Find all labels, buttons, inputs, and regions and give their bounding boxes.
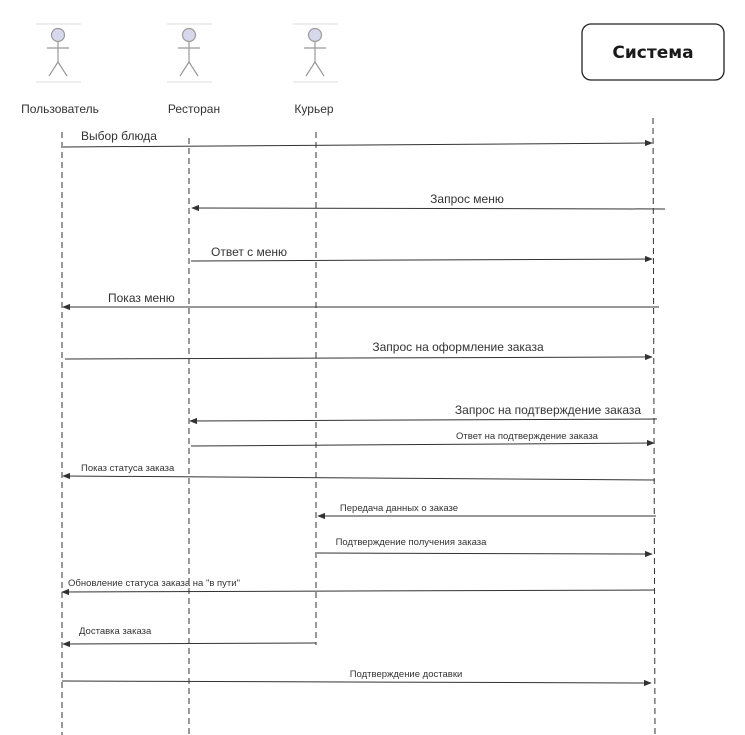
- message-arrow: [190, 439, 655, 447]
- message-label: Ответ на подтверждение заказа: [456, 431, 599, 442]
- message-arrow: [62, 472, 656, 481]
- message-arrow: [62, 640, 317, 648]
- message-label: Подтверждение получения заказа: [336, 537, 488, 548]
- message-1: Выбор блюда: [62, 129, 653, 148]
- message-label: Обновление статуса заказа на "в пути": [68, 578, 240, 589]
- actor-restaurant: Ресторан: [167, 23, 220, 116]
- stick-figure-icon: [304, 27, 326, 77]
- message-label: Запрос на оформление заказа: [372, 340, 544, 354]
- message-arrow: [62, 139, 653, 148]
- system-title: Система: [612, 43, 693, 63]
- message-label: Ответ с меню: [211, 245, 287, 259]
- actor-user-name: Пользователь: [21, 102, 99, 116]
- stick-figure-icon: [178, 27, 200, 77]
- message-11: Обновление статуса заказа на "в пути": [61, 578, 656, 596]
- message-arrow: [61, 588, 656, 596]
- message-5: Запрос на оформление заказа: [64, 340, 653, 361]
- message-label: Выбор блюда: [81, 129, 157, 143]
- message-10: Подтверждение получения заказа: [316, 537, 653, 558]
- actor-restaurant-name: Ресторан: [168, 102, 220, 116]
- lifeline-system: [652, 117, 656, 735]
- message-label: Показ статуса заказа: [81, 463, 175, 474]
- message-label: Показ меню: [108, 291, 175, 305]
- actor-courier-name: Курьер: [294, 102, 333, 116]
- stick-figure-icon: [47, 27, 69, 77]
- message-13: Подтверждение доставки: [61, 669, 652, 687]
- system-box: Система: [581, 23, 725, 81]
- message-label: Подтверждение доставки: [350, 669, 463, 680]
- actor-user: Пользователь: [21, 23, 99, 116]
- message-arrow: [190, 255, 653, 263]
- message-9: Передача данных о заказе: [317, 503, 656, 520]
- message-arrow: [189, 417, 658, 425]
- message-label: Доставка заказа: [79, 626, 152, 637]
- message-label: Передача данных о заказе: [340, 503, 458, 514]
- message-12: Доставка заказа: [62, 626, 317, 648]
- message-2: Запрос меню: [191, 192, 666, 212]
- message-arrow: [64, 353, 653, 361]
- message-7: Ответ на подтверждение заказа: [190, 431, 655, 447]
- message-4: Показ меню: [62, 291, 659, 311]
- message-arrow: [191, 204, 666, 212]
- message-label: Запрос на подтверждение заказа: [455, 403, 642, 417]
- message-6: Запрос на подтверждение заказа: [189, 403, 658, 425]
- actor-courier: Курьер: [293, 23, 338, 116]
- message-label: Запрос меню: [430, 192, 504, 206]
- message-8: Показ статуса заказа: [62, 463, 656, 481]
- message-arrow: [61, 679, 652, 687]
- message-3: Ответ с меню: [190, 245, 653, 263]
- message-arrow: [316, 550, 653, 558]
